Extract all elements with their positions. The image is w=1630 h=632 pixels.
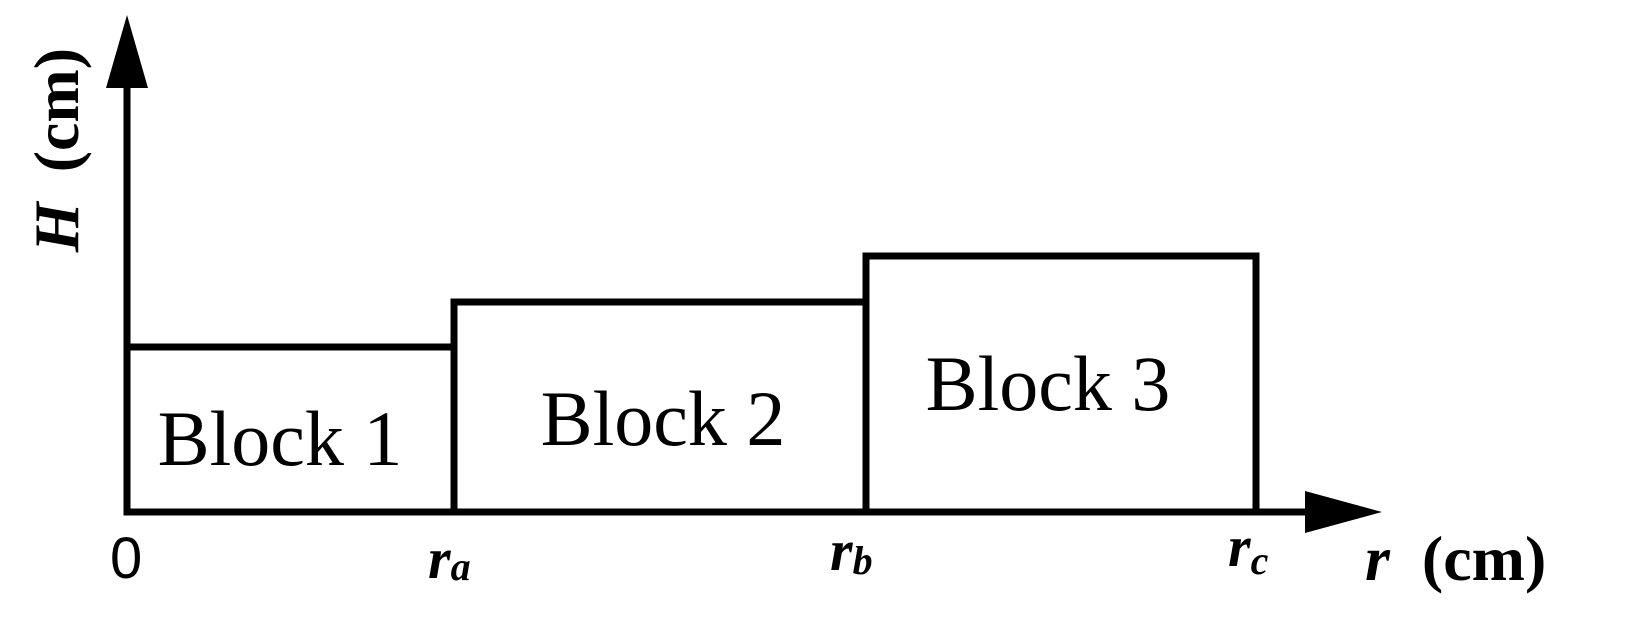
y-axis-arrowhead — [106, 15, 148, 88]
tick-rb-main: r — [830, 518, 853, 583]
tick-origin: 0 — [110, 526, 142, 591]
block-3-rect — [862, 252, 1260, 516]
x-axis-arrowhead — [1305, 491, 1382, 533]
tick-ra-main: r — [428, 526, 451, 591]
tick-rc-main: r — [1228, 514, 1251, 579]
tick-rc-sub: c — [1251, 538, 1269, 583]
block-1-label: Block 1 — [158, 395, 403, 482]
tick-rb-sub: b — [853, 538, 873, 583]
tick-rb: rb — [830, 518, 873, 583]
x-axis-label-var: r — [1365, 523, 1391, 594]
block-3-label: Block 3 — [926, 340, 1171, 427]
x-axis-label-unit: (cm) — [1422, 523, 1546, 594]
tick-ra-sub: a — [451, 544, 471, 589]
x-axis-label: r (cm) — [1365, 523, 1546, 594]
block-2-label: Block 2 — [541, 375, 786, 462]
y-axis-label: H (cm) — [21, 48, 92, 253]
tick-ra: ra — [428, 526, 471, 591]
y-axis-label-var: H — [21, 200, 92, 253]
y-axis-label-unit: (cm) — [21, 48, 92, 172]
tick-rc: rc — [1228, 514, 1269, 583]
